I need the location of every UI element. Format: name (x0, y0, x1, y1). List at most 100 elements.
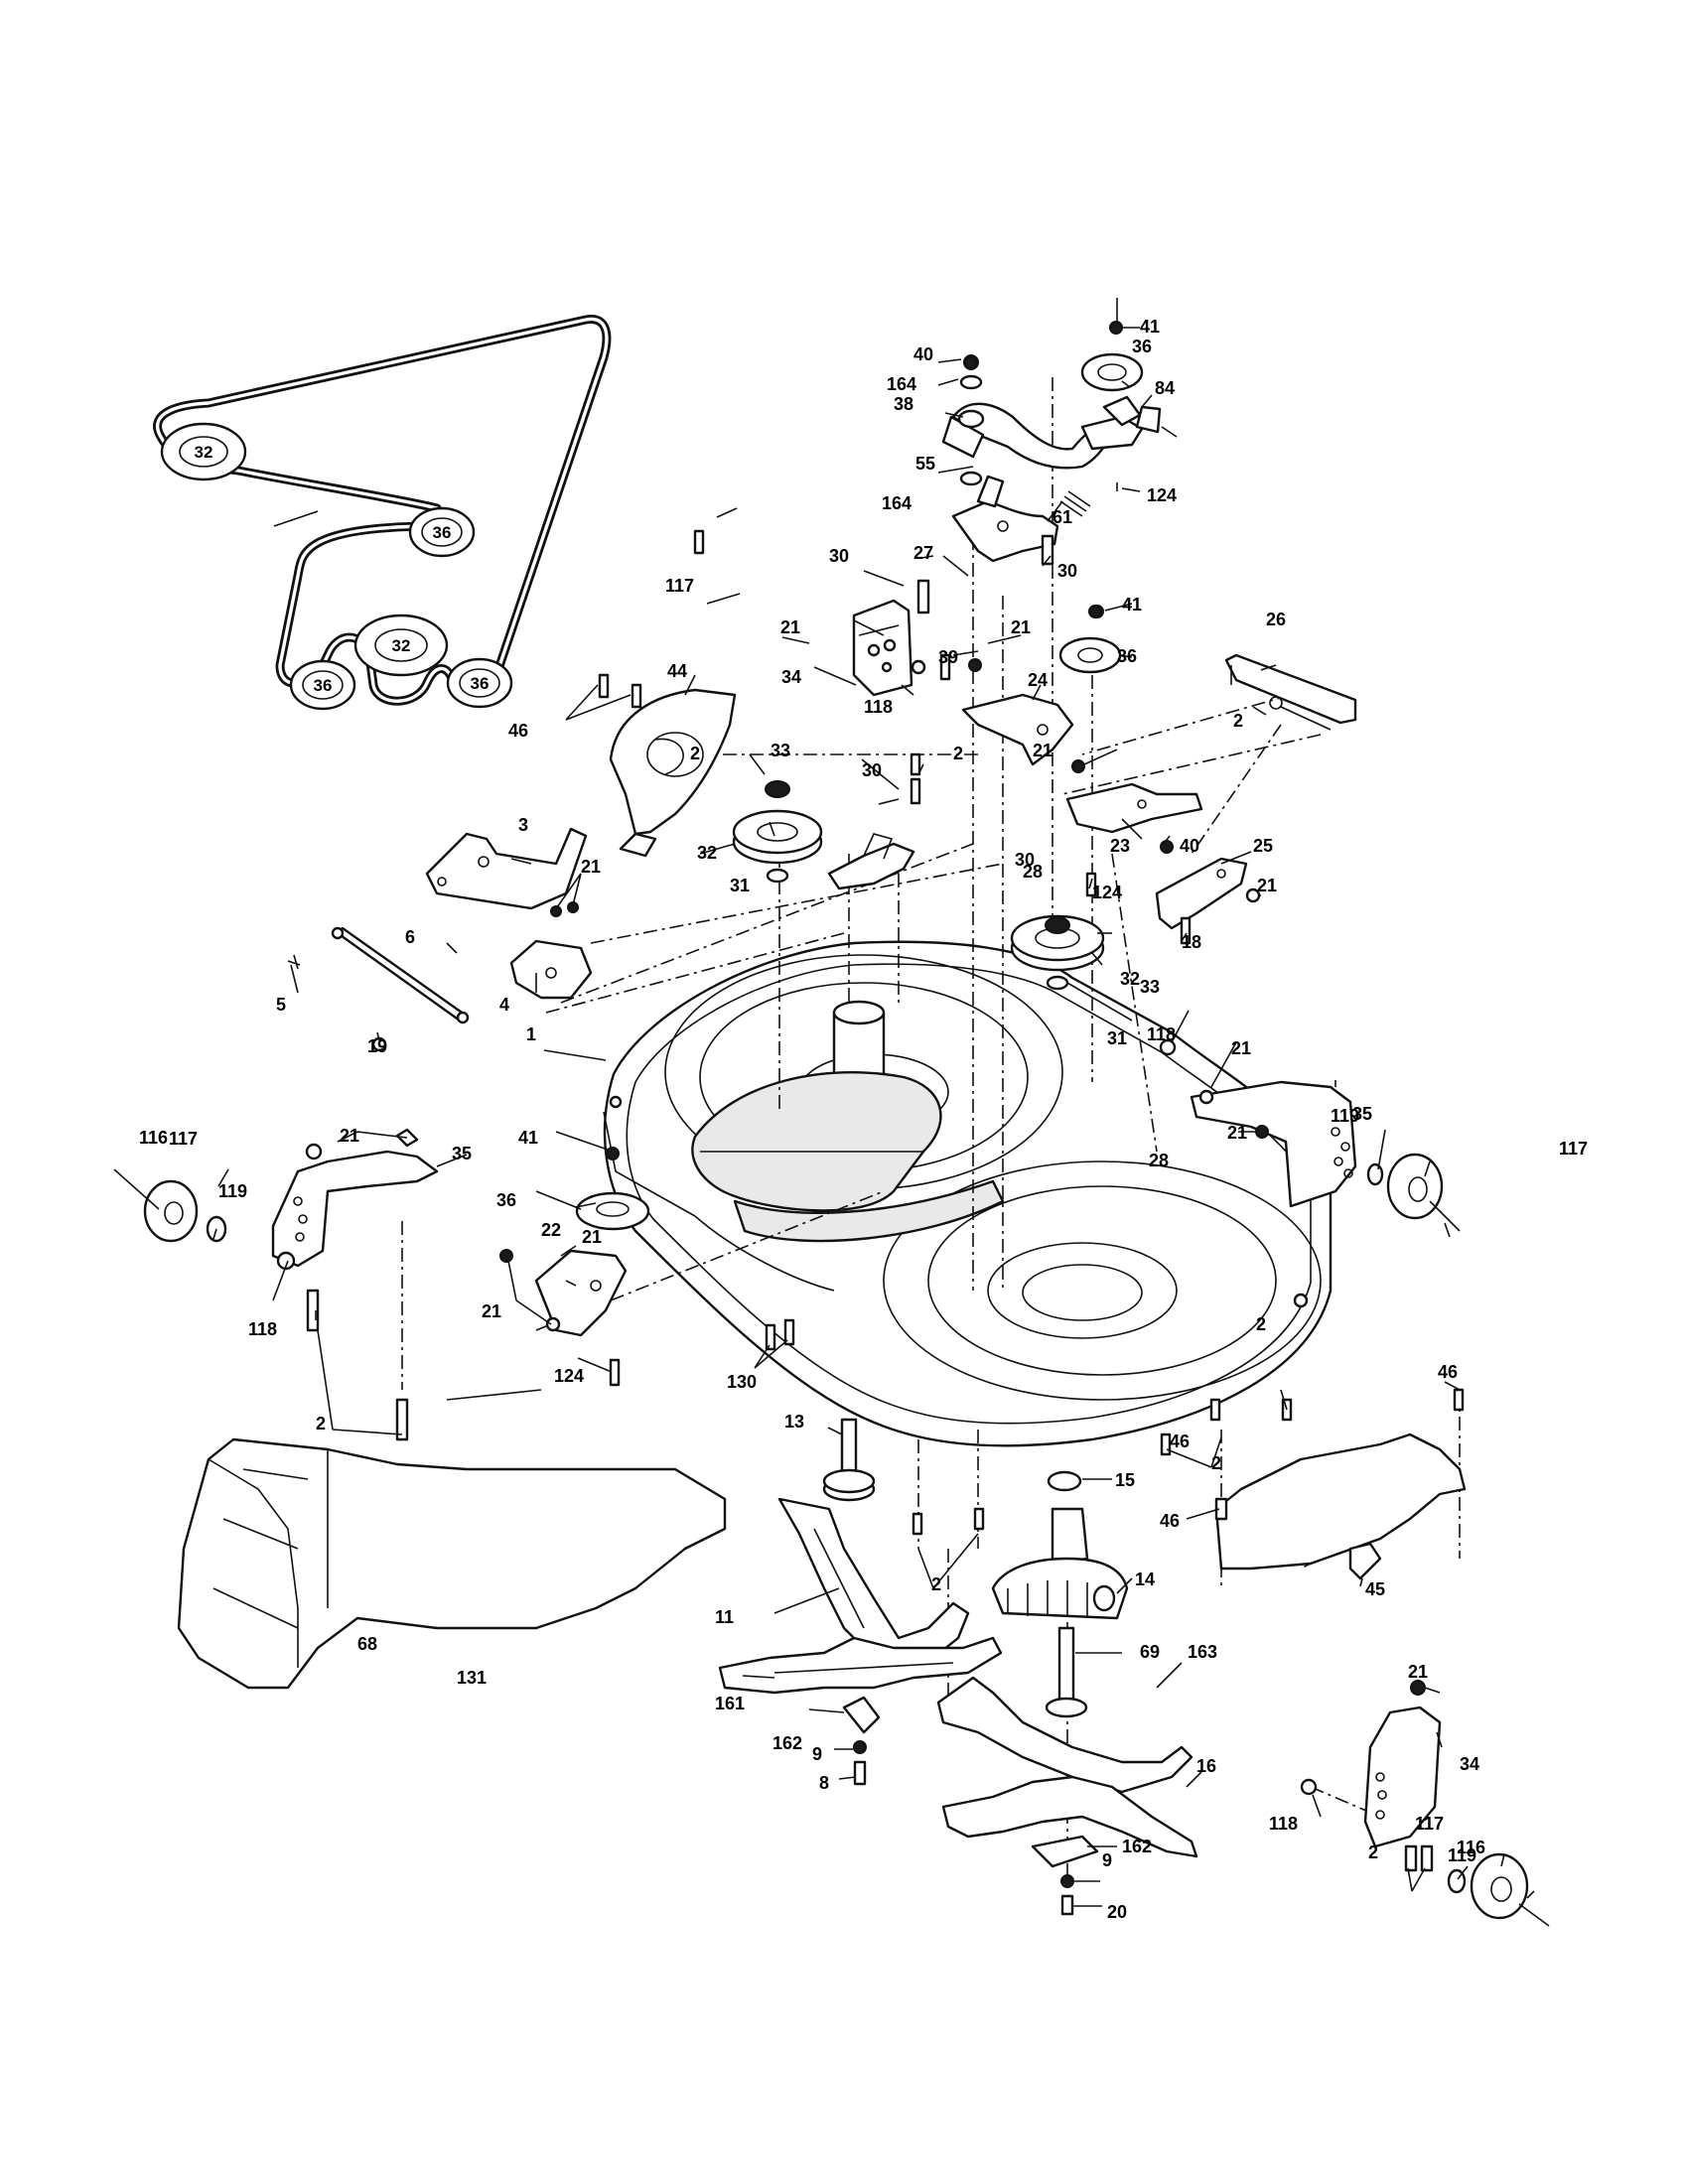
spindle-pulley-32-left (732, 777, 921, 884)
callout-label: 21 (1011, 617, 1031, 637)
callout-label: 117 (1559, 1139, 1588, 1159)
callout-label: 36 (1132, 337, 1152, 356)
callout-label: 55 (915, 454, 935, 474)
callout-label: 28 (1149, 1151, 1169, 1170)
callout-label: 2 (690, 744, 700, 763)
callout-label: 2 (953, 744, 963, 763)
callout-label: 8 (819, 1773, 829, 1793)
callout-label: 41 (518, 1128, 538, 1148)
callout-label: 30 (1057, 561, 1077, 581)
callout-label: 16 (1196, 1756, 1216, 1776)
callout-label: 124 (1092, 883, 1122, 902)
leader-lines (212, 298, 1535, 1907)
belt-guard-44 (609, 688, 737, 858)
callout-label: 69 (1140, 1642, 1160, 1662)
callout-label: 21 (1227, 1123, 1247, 1143)
callout-label: 2 (931, 1574, 941, 1594)
bracket-28 (827, 833, 915, 890)
idler-pulley-36-upper (1088, 605, 1102, 618)
bracket-34-top (852, 579, 982, 697)
discharge-chute-131 (177, 1437, 727, 1690)
callout-label: 26 (1266, 610, 1286, 629)
callout-label: 21 (582, 1227, 602, 1247)
callout-label: 2 (1211, 1453, 1221, 1473)
bracket-23 (1065, 782, 1203, 834)
callout-label: 11 (715, 1607, 734, 1627)
callout-label: 1 (526, 1024, 536, 1044)
assembly-lines (401, 377, 1461, 1876)
blade-11 (777, 1497, 970, 1660)
callout-label: 124 (554, 1366, 584, 1386)
callout-label: 13 (784, 1412, 804, 1432)
callout-label: 31 (730, 876, 750, 895)
callout-label: 116 (1457, 1838, 1485, 1857)
callout-label: 19 (367, 1036, 387, 1056)
callout-label: 21 (1257, 876, 1277, 895)
callout-label: 21 (340, 1126, 359, 1146)
callout-label: 30 (862, 760, 882, 780)
bracket-24 (961, 693, 1085, 773)
callout-label: 33 (771, 741, 790, 760)
spindle-housing-14 (991, 1470, 1129, 1620)
bracket-25 (1155, 840, 1261, 945)
callout-label: 45 (1365, 1579, 1385, 1599)
callout-label: 46 (1170, 1432, 1190, 1451)
callout-label: 21 (1033, 741, 1052, 760)
callout-label: 21 (780, 617, 800, 637)
belt-pulley-label: 32 (195, 443, 213, 462)
callout-label: 116 (139, 1128, 168, 1148)
callout-label: 118 (1269, 1814, 1298, 1834)
bracket-34-lower (1300, 1680, 1550, 1927)
callout-label: 30 (829, 546, 849, 566)
callout-label: 4 (499, 995, 509, 1015)
callout-label: 46 (508, 721, 528, 741)
idler-pulley-36-left (575, 1147, 650, 1231)
callout-label: 35 (1352, 1104, 1372, 1124)
bracket-35-left (113, 1128, 439, 1441)
callout-label: 3 (518, 815, 528, 835)
belt-pulley-36-right: 36 (446, 657, 513, 709)
blade-163 (936, 1676, 1193, 1794)
callout-label: 161 (715, 1694, 745, 1713)
callout-label: 22 (541, 1220, 561, 1240)
callout-label: 32 (697, 843, 717, 863)
bracket-3 (425, 827, 588, 910)
callout-label: 2 (1233, 711, 1243, 731)
callout-label: 131 (457, 1668, 487, 1688)
callout-label: 21 (581, 857, 601, 877)
callout-label: 23 (1110, 836, 1130, 856)
callout-label: 28 (1023, 862, 1043, 882)
callout-label: 164 (882, 493, 912, 513)
belt-pulley-label: 36 (433, 523, 452, 542)
callout-label: 6 (405, 927, 415, 947)
idler-arm-assembly (941, 321, 1162, 491)
belt-routing-diagram: 32 36 32 36 36 (153, 315, 612, 711)
callout-label: 117 (169, 1129, 198, 1149)
belt-pulley-32-center: 32 (353, 614, 449, 677)
spindle-13 (822, 1418, 876, 1502)
callout-label: 25 (1253, 836, 1273, 856)
callout-label: 40 (1180, 836, 1199, 856)
bracket-35-right (1159, 1038, 1461, 1232)
callout-label: 124 (1147, 485, 1177, 505)
callout-label: 117 (665, 576, 694, 596)
callout-label: 21 (1408, 1662, 1428, 1682)
callout-label: 21 (1231, 1038, 1251, 1058)
callout-label: 34 (781, 667, 801, 687)
callout-label: 15 (1115, 1470, 1135, 1490)
belt-pulley-36-mid: 36 (408, 506, 476, 558)
fasteners (598, 355, 1293, 1536)
deflector-45 (1214, 1388, 1467, 1580)
rod-6 (287, 926, 470, 1024)
callout-label: 130 (727, 1372, 757, 1392)
callout-label: 61 (1052, 507, 1072, 527)
callout-label: 118 (864, 697, 893, 717)
callout-label: 118 (248, 1319, 277, 1339)
callout-label: 21 (482, 1301, 501, 1321)
callout-label: 32 (1120, 969, 1140, 989)
belt-pulley-label: 36 (314, 676, 333, 695)
callout-label: 162 (772, 1733, 802, 1753)
callout-label: 2 (316, 1414, 326, 1433)
callout-label: 36 (1117, 646, 1137, 666)
